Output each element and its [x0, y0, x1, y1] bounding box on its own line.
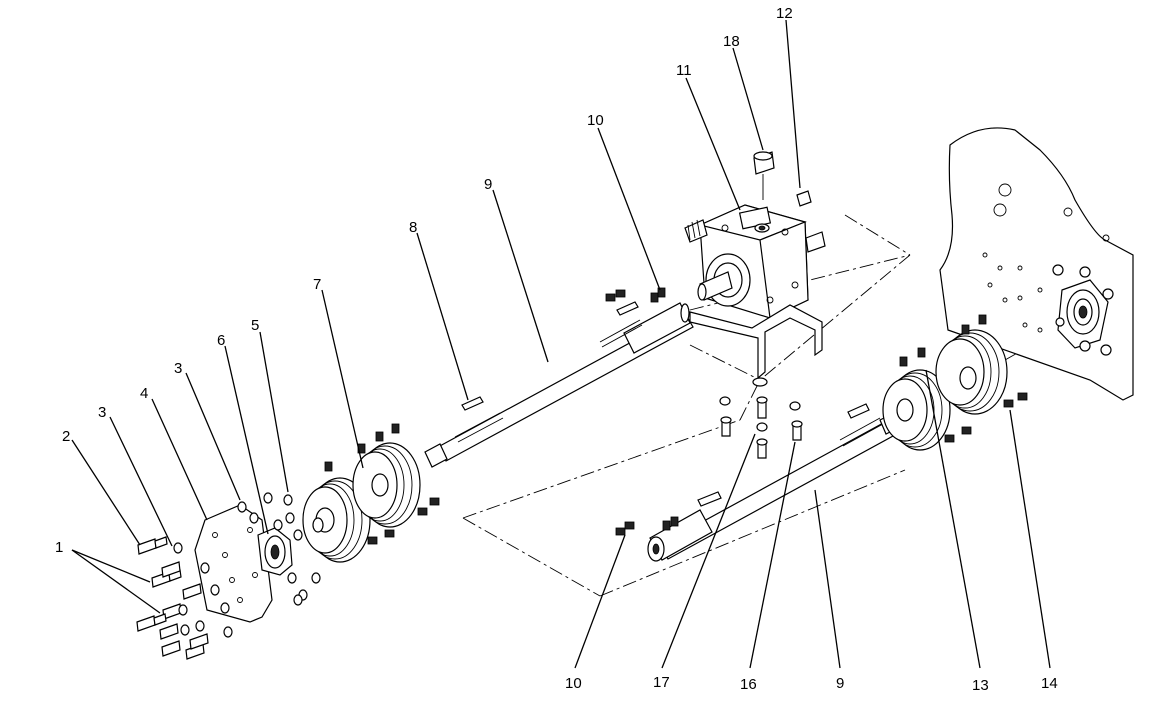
- callout-10-lower: 10: [565, 675, 582, 692]
- callout-14: 14: [1041, 675, 1058, 692]
- key-12: [796, 190, 812, 207]
- callout-16: 16: [740, 676, 757, 693]
- callout-12: 12: [776, 5, 793, 22]
- side-plate: [939, 127, 1134, 401]
- fasteners: [136, 287, 1028, 660]
- upper-drive-shaft: [424, 302, 694, 468]
- gearbox-mount-bracket: [689, 304, 823, 387]
- upper-coupling-key: [616, 301, 639, 316]
- lower-reference-plane: [462, 379, 906, 597]
- callout-9-lower: 9: [836, 675, 844, 692]
- callout-7: 7: [313, 276, 321, 293]
- key-8: [461, 396, 484, 411]
- callout-3-lower: 3: [98, 404, 106, 421]
- callout-9-upper: 9: [484, 176, 492, 193]
- lower-key-right: [847, 403, 870, 419]
- callout-6: 6: [217, 332, 225, 349]
- front-pulley-pair: [302, 442, 421, 563]
- callout-5: 5: [251, 317, 259, 334]
- lower-key-left: [697, 491, 722, 507]
- callout-8: 8: [409, 219, 417, 236]
- callout-11: 11: [676, 62, 692, 79]
- gearbox: [684, 204, 826, 319]
- callout-13: 13: [972, 677, 989, 694]
- leader-lines: [71, 19, 1051, 669]
- lower-drive-shaft: [647, 413, 899, 562]
- callout-4: 4: [140, 385, 148, 402]
- rear-pulley-pair: [882, 329, 1008, 451]
- callout-17: 17: [653, 674, 670, 691]
- callout-10-upper: 10: [587, 112, 604, 129]
- breather-cap: [753, 151, 775, 200]
- callout-1: 1: [55, 539, 63, 556]
- bearing-6: [257, 527, 293, 576]
- callout-labels: 1 2 3 3 4 5 6 7 8 9 9 10 10 11 12 13 14 …: [55, 5, 1058, 694]
- callout-18: 18: [723, 33, 740, 50]
- callout-3-upper: 3: [174, 360, 182, 377]
- callout-2: 2: [62, 428, 70, 445]
